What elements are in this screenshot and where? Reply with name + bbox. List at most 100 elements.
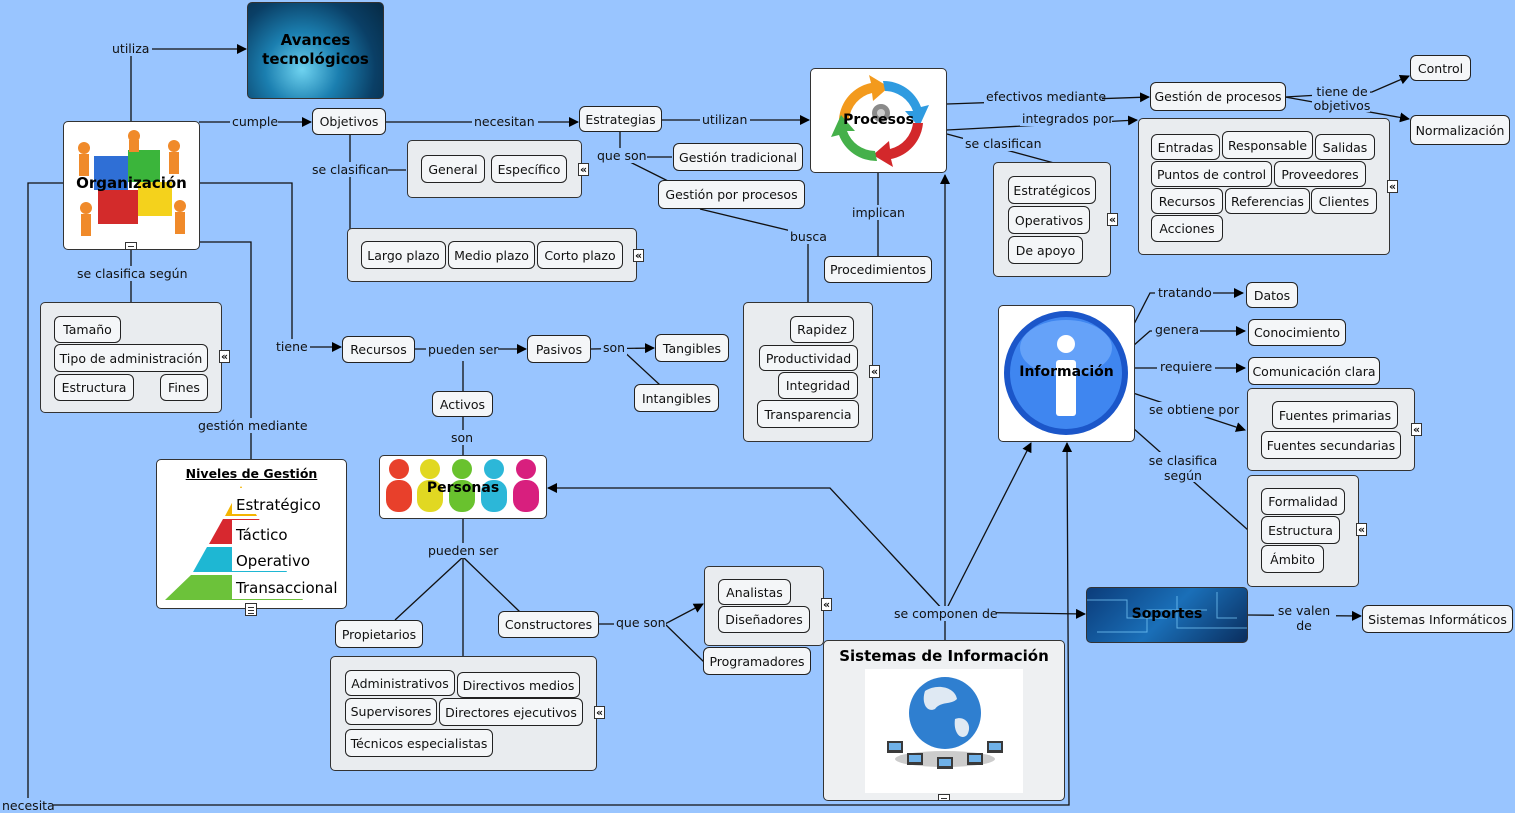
integridad-node[interactable]: Integridad <box>778 372 858 399</box>
objetivos-node[interactable]: Objetivos <box>312 108 386 135</box>
general-node[interactable]: General <box>421 155 485 183</box>
avances-tecnologicos-node[interactable]: Avances tecnológicos <box>247 2 384 99</box>
note-icon[interactable] <box>245 603 257 616</box>
note-icon[interactable] <box>125 242 137 249</box>
ambito-node[interactable]: Ámbito <box>1261 545 1324 573</box>
estructura-informacion-node[interactable]: Estructura <box>1261 516 1340 544</box>
link-de: de <box>1296 618 1312 633</box>
collapse-icon[interactable]: « <box>219 350 231 363</box>
administrativos-node[interactable]: Administrativos <box>345 670 455 696</box>
link-son-activos: son <box>451 430 473 445</box>
proveedores-node[interactable]: Proveedores <box>1274 161 1366 187</box>
activos-node[interactable]: Activos <box>432 391 493 417</box>
tipo-administracion-node[interactable]: Tipo de administración <box>54 344 208 372</box>
gestion-procesos-node[interactable]: Gestión de procesos <box>1150 82 1286 111</box>
recursos-node[interactable]: Recursos <box>342 336 415 363</box>
sistemas-informacion-node[interactable]: Sistemas de Información <box>823 640 1065 801</box>
procedimientos-node[interactable]: Procedimientos <box>824 256 932 283</box>
link-tiene: tiene <box>276 339 308 354</box>
link-son-pasivos: son <box>603 340 625 355</box>
estrategicos-node[interactable]: Estratégicos <box>1008 176 1096 204</box>
nivel-estrategico: Estratégico <box>236 496 321 514</box>
link-se-componen-de: se componen de <box>894 606 998 621</box>
procesos-title: Procesos <box>843 112 914 128</box>
salidas-node[interactable]: Salidas <box>1315 134 1375 160</box>
comunicacion-clara-node[interactable]: Comunicación clara <box>1248 357 1380 385</box>
datos-node[interactable]: Datos <box>1246 282 1298 308</box>
referencias-node[interactable]: Referencias <box>1225 188 1310 214</box>
largo-plazo-node[interactable]: Largo plazo <box>361 241 446 269</box>
control-node[interactable]: Control <box>1410 55 1471 81</box>
gestion-tradicional-node[interactable]: Gestión tradicional <box>673 143 803 171</box>
cycle-arrows-icon <box>831 75 929 167</box>
transparencia-node[interactable]: Transparencia <box>757 400 859 428</box>
avances-title: Avances tecnológicos <box>262 31 369 68</box>
personas-node[interactable]: Personas <box>379 455 547 519</box>
operativos-node[interactable]: Operativos <box>1008 206 1090 234</box>
globe-network-icon <box>887 677 1003 769</box>
niveles-gestion-node[interactable]: Niveles de Gestión Estratégico Táctico O… <box>156 459 347 609</box>
nivel-tactico: Táctico <box>236 526 288 544</box>
formalidad-node[interactable]: Formalidad <box>1261 488 1345 515</box>
collapse-icon[interactable]: « <box>1107 213 1119 226</box>
soportes-node[interactable]: Soportes <box>1086 587 1248 643</box>
estructura-organizacion-node[interactable]: Estructura <box>54 374 134 401</box>
supervisores-node[interactable]: Supervisores <box>345 698 437 725</box>
sistemas-informaticos-node[interactable]: Sistemas Informáticos <box>1362 605 1513 633</box>
clientes-node[interactable]: Clientes <box>1311 188 1377 214</box>
collapse-icon[interactable]: « <box>869 365 881 378</box>
collapse-icon[interactable]: « <box>594 706 606 719</box>
organizacion-title: Organización <box>76 174 187 192</box>
link-requiere: requiere <box>1160 359 1212 374</box>
analistas-node[interactable]: Analistas <box>718 579 791 605</box>
corto-plazo-node[interactable]: Corto plazo <box>537 241 623 269</box>
rapidez-node[interactable]: Rapidez <box>790 316 854 343</box>
pyramid-icon <box>165 486 344 600</box>
constructores-node[interactable]: Constructores <box>498 611 599 638</box>
entradas-node[interactable]: Entradas <box>1151 134 1220 160</box>
estrategias-node[interactable]: Estrategias <box>579 106 662 132</box>
normalizacion-node[interactable]: Normalización <box>1410 115 1510 145</box>
conocimiento-node[interactable]: Conocimiento <box>1248 319 1346 346</box>
intangibles-node[interactable]: Intangibles <box>634 384 719 412</box>
puntos-control-node[interactable]: Puntos de control <box>1151 161 1272 187</box>
link-implican: implican <box>852 205 905 220</box>
medio-plazo-node[interactable]: Medio plazo <box>448 241 535 269</box>
propietarios-node[interactable]: Propietarios <box>335 620 423 648</box>
collapse-icon[interactable]: « <box>578 163 590 176</box>
collapse-icon[interactable]: « <box>1356 523 1368 536</box>
tangibles-node[interactable]: Tangibles <box>655 334 729 362</box>
especifico-node[interactable]: Específico <box>491 155 567 183</box>
collapse-icon[interactable]: « <box>1411 423 1423 436</box>
acciones-node[interactable]: Acciones <box>1151 215 1223 242</box>
informacion-node[interactable]: Información <box>998 305 1135 442</box>
collapse-icon[interactable]: « <box>633 249 645 262</box>
note-icon[interactable] <box>938 794 950 800</box>
link-objetivos: objetivos <box>1314 98 1371 113</box>
de-apoyo-node[interactable]: De apoyo <box>1008 236 1083 264</box>
link-efectivos: efectivos mediante <box>986 89 1106 104</box>
circuit-icon <box>1087 592 1247 633</box>
productividad-node[interactable]: Productividad <box>759 345 858 371</box>
fuentes-secundarias-node[interactable]: Fuentes secundarias <box>1261 431 1401 459</box>
directivos-medios-node[interactable]: Directivos medios <box>457 672 580 698</box>
procesos-node[interactable]: Procesos <box>810 68 947 173</box>
organizacion-node[interactable]: Organización <box>63 121 200 250</box>
collapse-icon[interactable]: « <box>821 598 833 611</box>
responsable-node[interactable]: Responsable <box>1222 131 1313 159</box>
programadores-node[interactable]: Programadores <box>703 647 811 675</box>
fines-node[interactable]: Fines <box>160 374 208 401</box>
link-se-obtiene-por: se obtiene por <box>1149 402 1240 417</box>
tecnicos-especialistas-node[interactable]: Técnicos especialistas <box>345 729 493 757</box>
recursos-proceso-node[interactable]: Recursos <box>1151 188 1223 214</box>
nivel-operativo: Operativo <box>236 552 311 570</box>
directores-ejecutivos-node[interactable]: Directores ejecutivos <box>439 698 583 726</box>
gestion-por-procesos-node[interactable]: Gestión por procesos <box>658 180 805 209</box>
pasivos-node[interactable]: Pasivos <box>527 335 591 363</box>
link-tratando: tratando <box>1158 285 1212 300</box>
collapse-icon[interactable]: « <box>1387 180 1399 193</box>
disenadores-node[interactable]: Diseñadores <box>718 606 810 633</box>
fuentes-primarias-node[interactable]: Fuentes primarias <box>1272 401 1398 429</box>
personas-title: Personas <box>426 480 500 496</box>
tamano-node[interactable]: Tamaño <box>54 316 121 343</box>
